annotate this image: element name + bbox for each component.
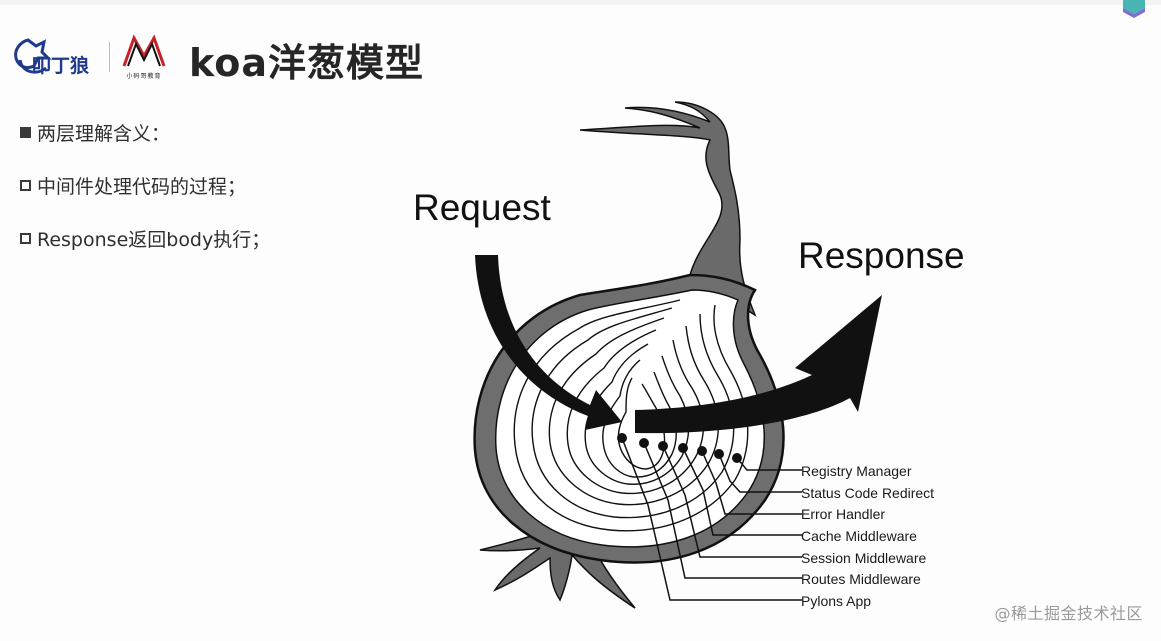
onion-stem bbox=[579, 101, 757, 317]
onion-roots bbox=[479, 529, 636, 609]
bullet-item: Response返回body执行； bbox=[20, 224, 270, 252]
bullet-item: 两层理解含义： bbox=[20, 118, 270, 146]
filled-square-bullet-icon bbox=[20, 126, 31, 138]
xmg-logo: 小码哥教育 bbox=[116, 32, 172, 82]
hollow-square-bullet-icon bbox=[20, 179, 31, 191]
watermark: @稀土掘金技术社区 bbox=[994, 604, 1143, 623]
top-bar bbox=[0, 0, 1161, 5]
request-label: Request bbox=[413, 187, 551, 228]
layer-dots bbox=[617, 433, 742, 463]
layer-label-list: Registry Manager Status Code Redirect Er… bbox=[801, 461, 934, 613]
bullet-item: 中间件处理代码的过程； bbox=[20, 171, 270, 199]
svg-text:叩丁狼: 叩丁狼 bbox=[32, 54, 90, 77]
layer-label-registry-manager: Registry Manager bbox=[801, 463, 912, 479]
logo-area: 叩丁狼 小码哥教育 bbox=[10, 32, 172, 82]
logo-caption: 小码哥教育 bbox=[126, 73, 162, 80]
request-arrow-icon bbox=[475, 255, 622, 430]
hollow-square-bullet-icon bbox=[20, 232, 31, 244]
m-logo-icon bbox=[122, 34, 166, 67]
onion-diagram: Request Response Registry Manager Status… bbox=[400, 100, 1000, 620]
onion-rings bbox=[513, 299, 749, 532]
wolf-logo-icon: 叩丁狼 bbox=[14, 38, 90, 77]
bullet-list: 两层理解含义： 中间件处理代码的过程； Response返回body执行； bbox=[20, 118, 270, 277]
response-label: Response bbox=[798, 235, 965, 276]
page-title: koa洋葱模型 bbox=[189, 41, 425, 85]
layer-leader-lines bbox=[621, 437, 802, 601]
layer-label-status-code-redirect: Status Code Redirect bbox=[801, 484, 935, 501]
bullet-text: 两层理解含义： bbox=[37, 122, 171, 145]
layer-label-error-handler: Error Handler bbox=[801, 506, 886, 523]
layer-label-session-middleware: Session Middleware bbox=[801, 549, 927, 566]
bullet-text: 中间件处理代码的过程； bbox=[37, 175, 247, 198]
corner-badge-icon bbox=[1123, 0, 1145, 18]
logo-separator bbox=[109, 42, 110, 72]
onion-inner bbox=[494, 289, 765, 548]
response-arrow-icon bbox=[635, 295, 882, 434]
layer-label-routes-middleware: Routes Middleware bbox=[801, 571, 921, 588]
layer-label-pylons-app: Pylons App bbox=[801, 593, 872, 610]
bullet-text: Response返回body执行； bbox=[37, 228, 271, 251]
onion-illustration-icon bbox=[473, 101, 882, 609]
layer-label-cache-middleware: Cache Middleware bbox=[801, 528, 917, 545]
